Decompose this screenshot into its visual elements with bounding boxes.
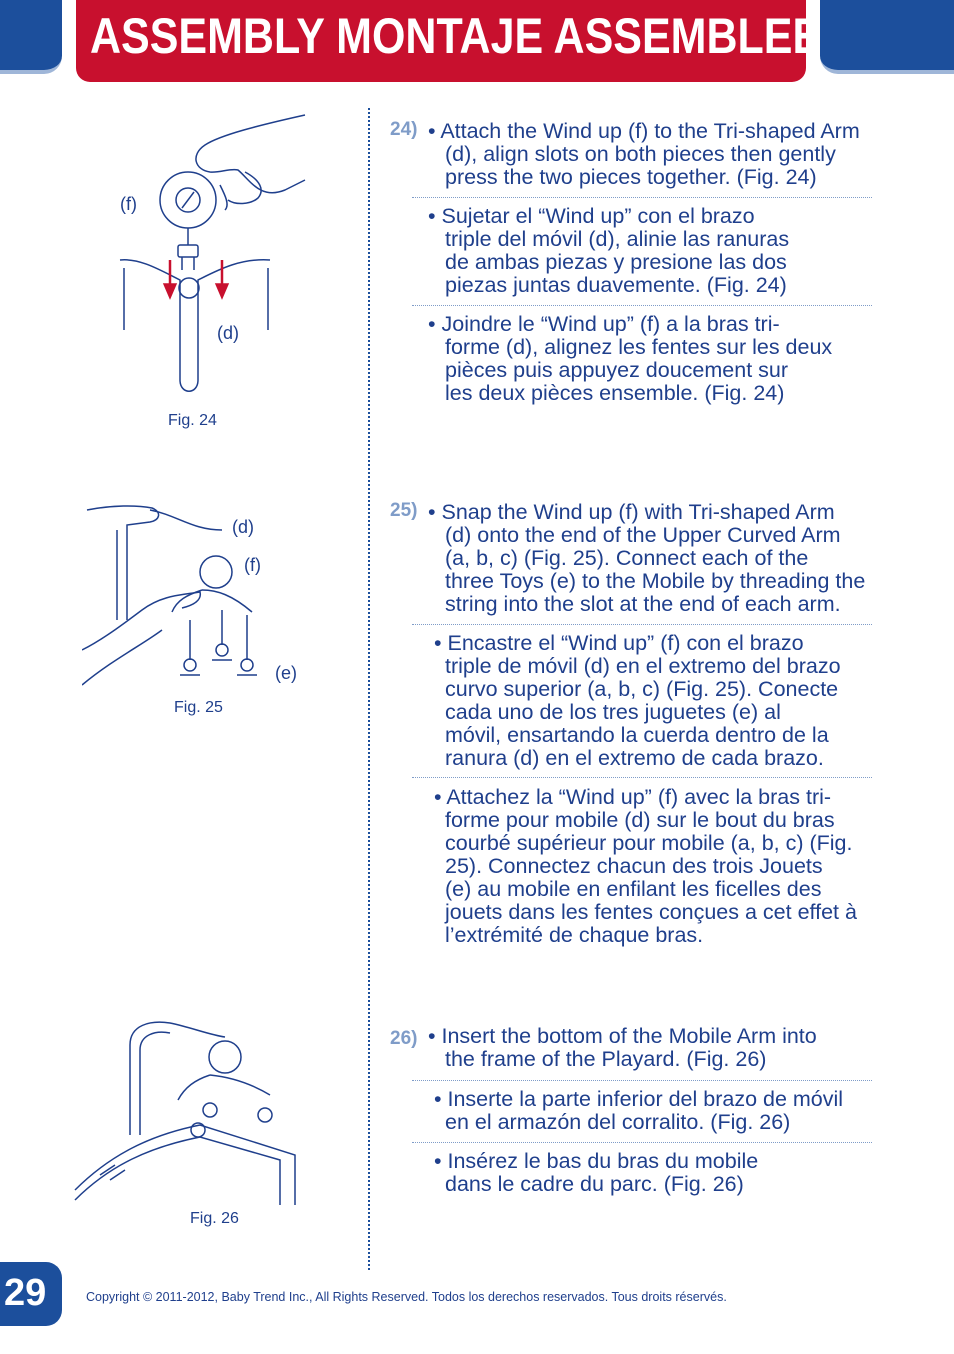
text-line: de ambas piezas y presione las dos xyxy=(445,250,787,274)
text-line: (d), align slots on both pieces then gen… xyxy=(445,142,836,166)
step-26-french: • Insérez le bas du bras du mobile dans … xyxy=(412,1150,892,1196)
text-line: en el armazón del corralito. (Fig. 26) xyxy=(445,1110,791,1134)
text-line: triple del móvil (d), alinie las ranuras xyxy=(445,227,790,251)
text-line: forme (d), alignez les fentes sur les de… xyxy=(445,335,833,359)
text-line: • Insérez le bas du bras du mobile xyxy=(434,1149,759,1173)
step-25-number: 25) xyxy=(390,500,418,521)
text-line: • Sujetar el “Wind up” con el brazo xyxy=(428,204,755,228)
text-line: courbé supérieur pour mobile (a, b, c) (… xyxy=(445,831,853,855)
step-24-english: • Attach the Wind up (f) to the Tri-shap… xyxy=(412,120,892,189)
text-line: (d) onto the end of the Upper Curved Arm xyxy=(445,523,841,547)
separator xyxy=(412,1080,872,1081)
step-24-number: 24) xyxy=(390,119,418,140)
text-line: (a, b, c) (Fig. 25). Connect each of the xyxy=(445,546,809,570)
text-line: press the two pieces together. (Fig. 24) xyxy=(445,165,817,189)
text-line: (e) au mobile en enfilant les ficelles d… xyxy=(445,877,822,901)
figure-26-illustration xyxy=(70,1015,300,1205)
text-line: string into the slot at the end of each … xyxy=(445,592,841,616)
header-tab-right xyxy=(820,0,954,74)
figure-24-label-d: (d) xyxy=(217,323,239,343)
step-25-english: • Snap the Wind up (f) with Tri-shaped A… xyxy=(412,501,892,616)
page-title: ASSEMBLY MONTAJE ASSEMBLEE xyxy=(90,8,822,64)
figure-25-caption: Fig. 25 xyxy=(174,699,223,716)
step-25-french: • Attachez la “Wind up” (f) avec la bras… xyxy=(412,786,892,947)
separator xyxy=(412,624,872,625)
separator xyxy=(412,197,872,198)
text-line: • Inserte la parte inferior del brazo de… xyxy=(434,1087,844,1111)
step-24-french: • Joindre le “Wind up” (f) a la bras tri… xyxy=(412,313,892,405)
figure-25-illustration xyxy=(82,500,282,695)
text-line: • Snap the Wind up (f) with Tri-shaped A… xyxy=(428,500,835,524)
separator xyxy=(412,305,872,306)
text-line: dans le cadre du parc. (Fig. 26) xyxy=(445,1172,744,1196)
separator xyxy=(412,777,872,778)
step-25-spanish: • Encastre el “Wind up” (f) con el brazo… xyxy=(412,632,892,770)
text-line: ranura (d) en el extremo de cada brazo. xyxy=(445,746,824,770)
figure-24-illustration xyxy=(110,110,310,410)
text-line: móvil, ensartando la cuerda dentro de la xyxy=(445,723,829,747)
figure-24-caption: Fig. 24 xyxy=(168,412,217,429)
text-line: • Insert the bottom of the Mobile Arm in… xyxy=(428,1024,817,1048)
text-line: piezas juntas duavemente. (Fig. 24) xyxy=(445,273,787,297)
text-line: les deux pièces ensemble. (Fig. 24) xyxy=(445,381,785,405)
text-line: forme pour mobile (d) sur le bout du bra… xyxy=(445,808,835,832)
separator xyxy=(412,1142,872,1143)
page-number: 29 xyxy=(4,1272,47,1314)
text-line: • Joindre le “Wind up” (f) a la bras tri… xyxy=(428,312,780,336)
figure-25-label-d: (d) xyxy=(232,517,254,537)
text-line: pièces puis appuyez doucement sur xyxy=(445,358,789,382)
text-line: curvo superior (a, b, c) (Fig. 25). Cone… xyxy=(445,677,839,701)
figure-24-label-f: (f) xyxy=(120,194,137,214)
figure-25-label-f: (f) xyxy=(244,555,261,575)
text-line: jouets dans les fentes conçues a cet eff… xyxy=(445,900,857,924)
text-line: three Toys (e) to the Mobile by threadin… xyxy=(445,569,866,593)
text-line: the frame of the Playard. (Fig. 26) xyxy=(445,1047,767,1071)
copyright-text: Copyright © 2011-2012, Baby Trend Inc., … xyxy=(86,1290,727,1304)
text-line: l’extrémité de chaque bras. xyxy=(445,923,704,947)
figure-25-label-e: (e) xyxy=(275,663,297,683)
text-line: • Attach the Wind up (f) to the Tri-shap… xyxy=(428,119,860,143)
text-line: • Attachez la “Wind up” (f) avec la bras… xyxy=(434,785,832,809)
text-line: cada uno de los tres juguetes (e) al xyxy=(445,700,781,724)
text-line: • Encastre el “Wind up” (f) con el brazo xyxy=(434,631,804,655)
header-tab-left xyxy=(0,0,62,74)
step-24-spanish: • Sujetar el “Wind up” con el brazo trip… xyxy=(412,205,892,297)
header-title-bar: ASSEMBLY MONTAJE ASSEMBLEE xyxy=(76,0,821,82)
column-divider xyxy=(368,108,370,1270)
step-26-spanish: • Inserte la parte inferior del brazo de… xyxy=(412,1088,892,1134)
text-line: triple de móvil (d) en el extremo del br… xyxy=(445,654,841,678)
figure-26-caption: Fig. 26 xyxy=(190,1210,239,1227)
text-line: 25). Connectez chacun des trois Jouets xyxy=(445,854,823,878)
step-26-number: 26) xyxy=(390,1028,418,1049)
step-26-english: • Insert the bottom of the Mobile Arm in… xyxy=(412,1025,892,1071)
page-number-tab xyxy=(0,1262,62,1326)
